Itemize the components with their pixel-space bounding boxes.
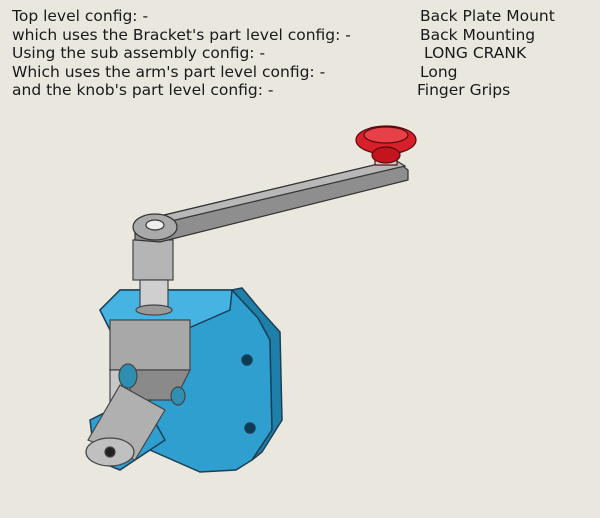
- config-label: Top level config: -: [12, 7, 149, 25]
- config-value: Long: [420, 62, 458, 81]
- config-value: Back Mounting: [420, 25, 536, 44]
- config-value: LONG CRANK: [424, 44, 527, 62]
- universal-joint: [85, 319, 191, 467]
- config-row-arm: Which uses the arm's part level config: …: [12, 62, 458, 82]
- shaft: [132, 239, 174, 316]
- crank-arm: [132, 159, 409, 243]
- config-row-bracket: which uses the Bracket's part level conf…: [12, 25, 535, 45]
- knob: [355, 125, 417, 166]
- config-label: which uses the Bracket's part level conf…: [12, 25, 351, 44]
- config-label: and the knob's part level config: -: [12, 81, 274, 99]
- config-row-sub-assembly: Using the sub assembly config: - LONG CRA…: [12, 44, 526, 63]
- config-row-top-level: Top level config: - Back Plate Mount: [12, 7, 555, 26]
- config-row-knob: and the knob's part level config: - Finge…: [12, 81, 510, 100]
- config-label: Using the sub assembly config: -: [12, 44, 266, 62]
- config-value: Finger Grips: [417, 81, 511, 99]
- config-value: Back Plate Mount: [420, 7, 555, 25]
- config-label: Which uses the arm's part level config: …: [12, 62, 326, 81]
- configuration-text: Top level config: - Back Plate Mount whic…: [12, 7, 555, 100]
